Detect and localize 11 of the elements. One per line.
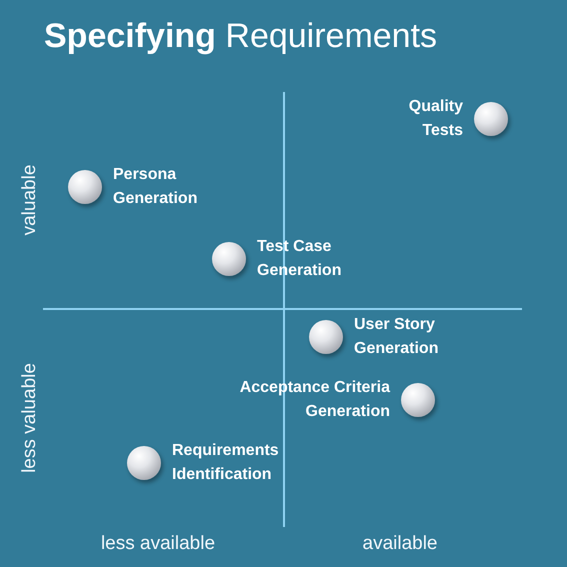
point-label: Quality Tests [408,97,463,141]
axis-label: valuable [18,164,41,236]
point-label: Requirements Identification [172,441,280,485]
point-label: Acceptance Criteria Generation [238,378,390,422]
point-label: Test Case Generation [257,237,342,281]
title: Specifying Requirements [44,16,438,57]
axis-label: less available [100,532,216,556]
axis-label: available [362,532,438,556]
axis-label: less valuable [18,363,41,473]
point-label: Persona Generation [113,165,198,209]
point-label: User Story Generation [354,315,440,359]
